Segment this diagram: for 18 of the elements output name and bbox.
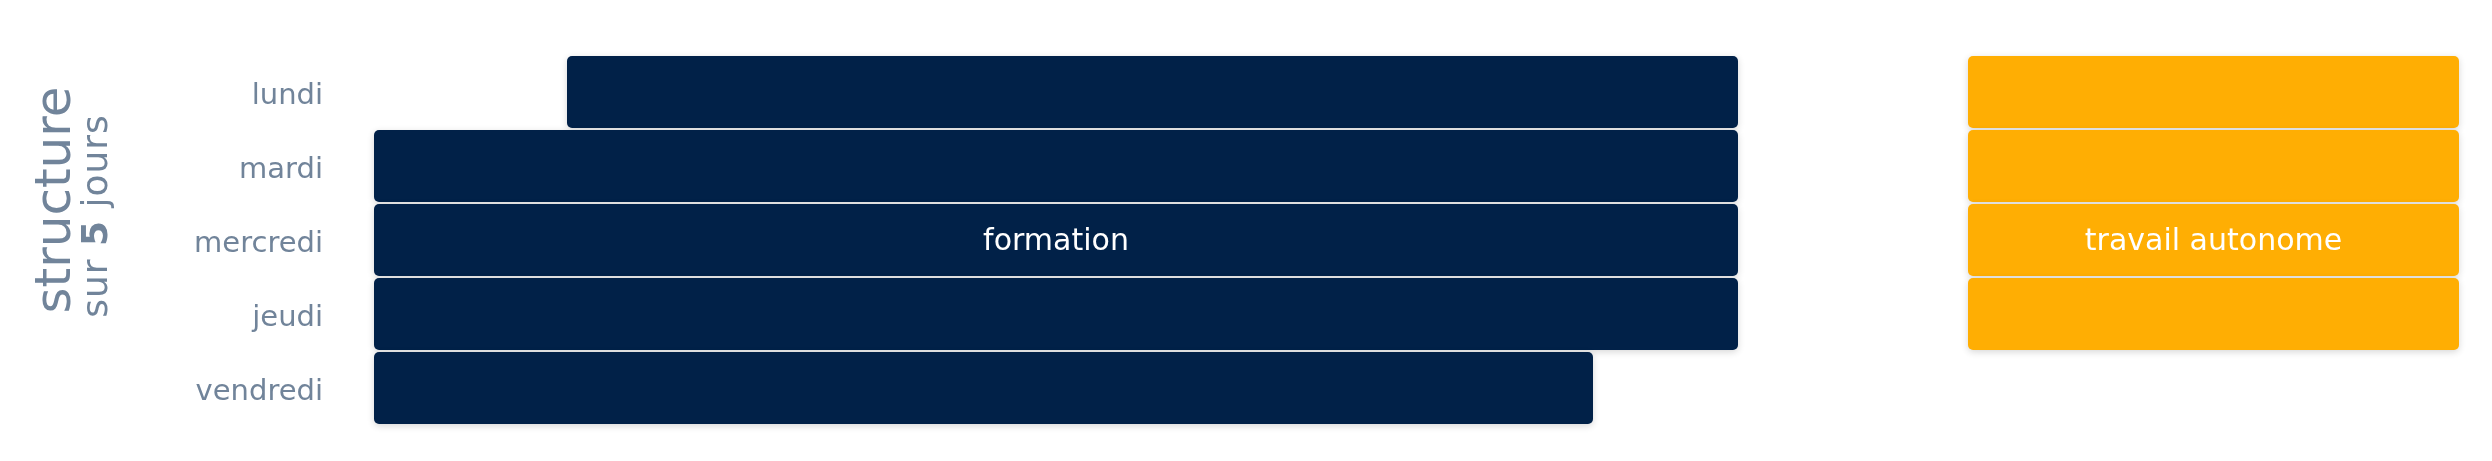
- schedule-bar: [1968, 204, 2459, 276]
- schedule-bar: [1968, 56, 2459, 128]
- schedule-bar: [374, 352, 1593, 424]
- schedule-bar: [374, 278, 1738, 350]
- schedule-bar: [567, 56, 1738, 128]
- vertical-subtitle: sur 5 jours: [77, 114, 113, 318]
- bar-label: formation: [983, 222, 1129, 258]
- schedule-bar: [374, 204, 1738, 276]
- schedule-bar: [1968, 278, 2459, 350]
- day-label: jeudi: [252, 298, 323, 334]
- day-label: mardi: [239, 150, 323, 186]
- day-label: vendredi: [195, 372, 323, 408]
- bar-label: travail autonome: [2084, 222, 2343, 258]
- schedule-bar: [1968, 130, 2459, 202]
- schedule-bar: [374, 130, 1738, 202]
- vertical-title: structure: [28, 86, 78, 314]
- day-label: lundi: [251, 76, 323, 112]
- day-label: mercredi: [194, 224, 323, 260]
